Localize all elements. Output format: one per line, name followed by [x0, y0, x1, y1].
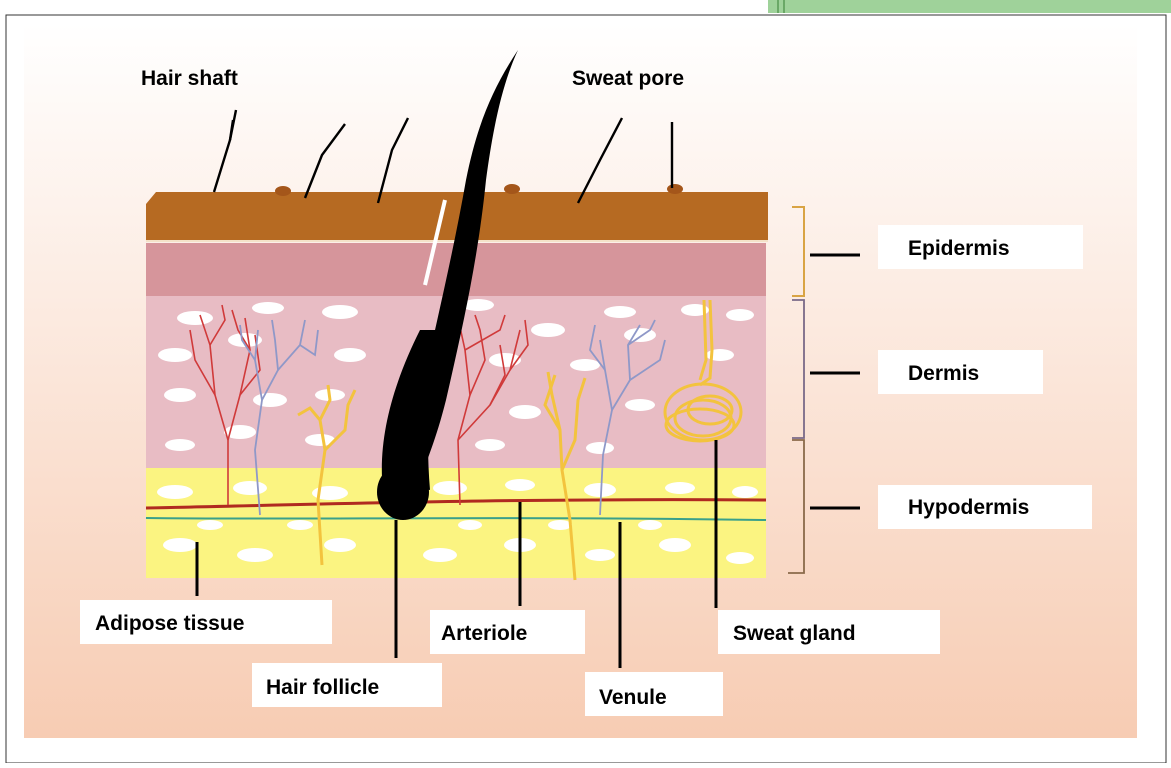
label-dermis: Dermis [908, 362, 979, 385]
label-venule: Venule [599, 686, 667, 709]
label-arteriole: Arteriole [441, 622, 527, 645]
label-sweat-pore: Sweat pore [572, 67, 684, 90]
label-adipose-tissue: Adipose tissue [95, 612, 244, 635]
label-hypodermis: Hypodermis [908, 496, 1029, 519]
label-epidermis: Epidermis [908, 237, 1010, 260]
accent-tab [768, 0, 1171, 13]
label-hair-shaft: Hair shaft [141, 67, 238, 90]
label-hair-follicle: Hair follicle [266, 676, 379, 699]
label-sweat-gland: Sweat gland [733, 622, 856, 645]
